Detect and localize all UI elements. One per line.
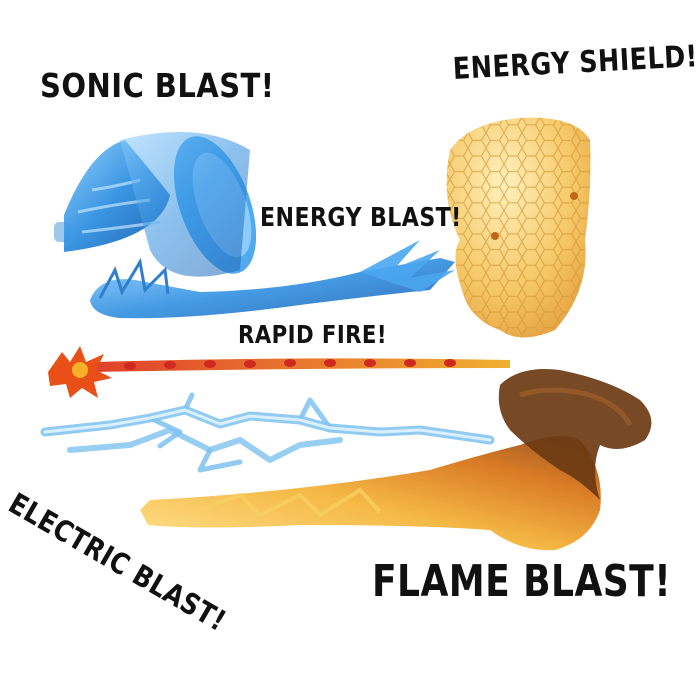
electric-blast-effect [40, 392, 495, 473]
sonic-blast-effect [54, 132, 257, 277]
flame-blast-effect [140, 369, 652, 551]
flame-blast-label: FLAME BLAST! [372, 556, 672, 607]
rapid-fire-effect [48, 346, 510, 398]
rapid-fire-label: RAPID FIRE! [238, 320, 388, 349]
energy-shield-effect [446, 117, 591, 338]
energy-blast-label: ENERGY BLAST! [260, 203, 462, 233]
sonic-blast-label: SONIC BLAST! [40, 66, 275, 105]
energy-blast-effect [90, 240, 455, 319]
